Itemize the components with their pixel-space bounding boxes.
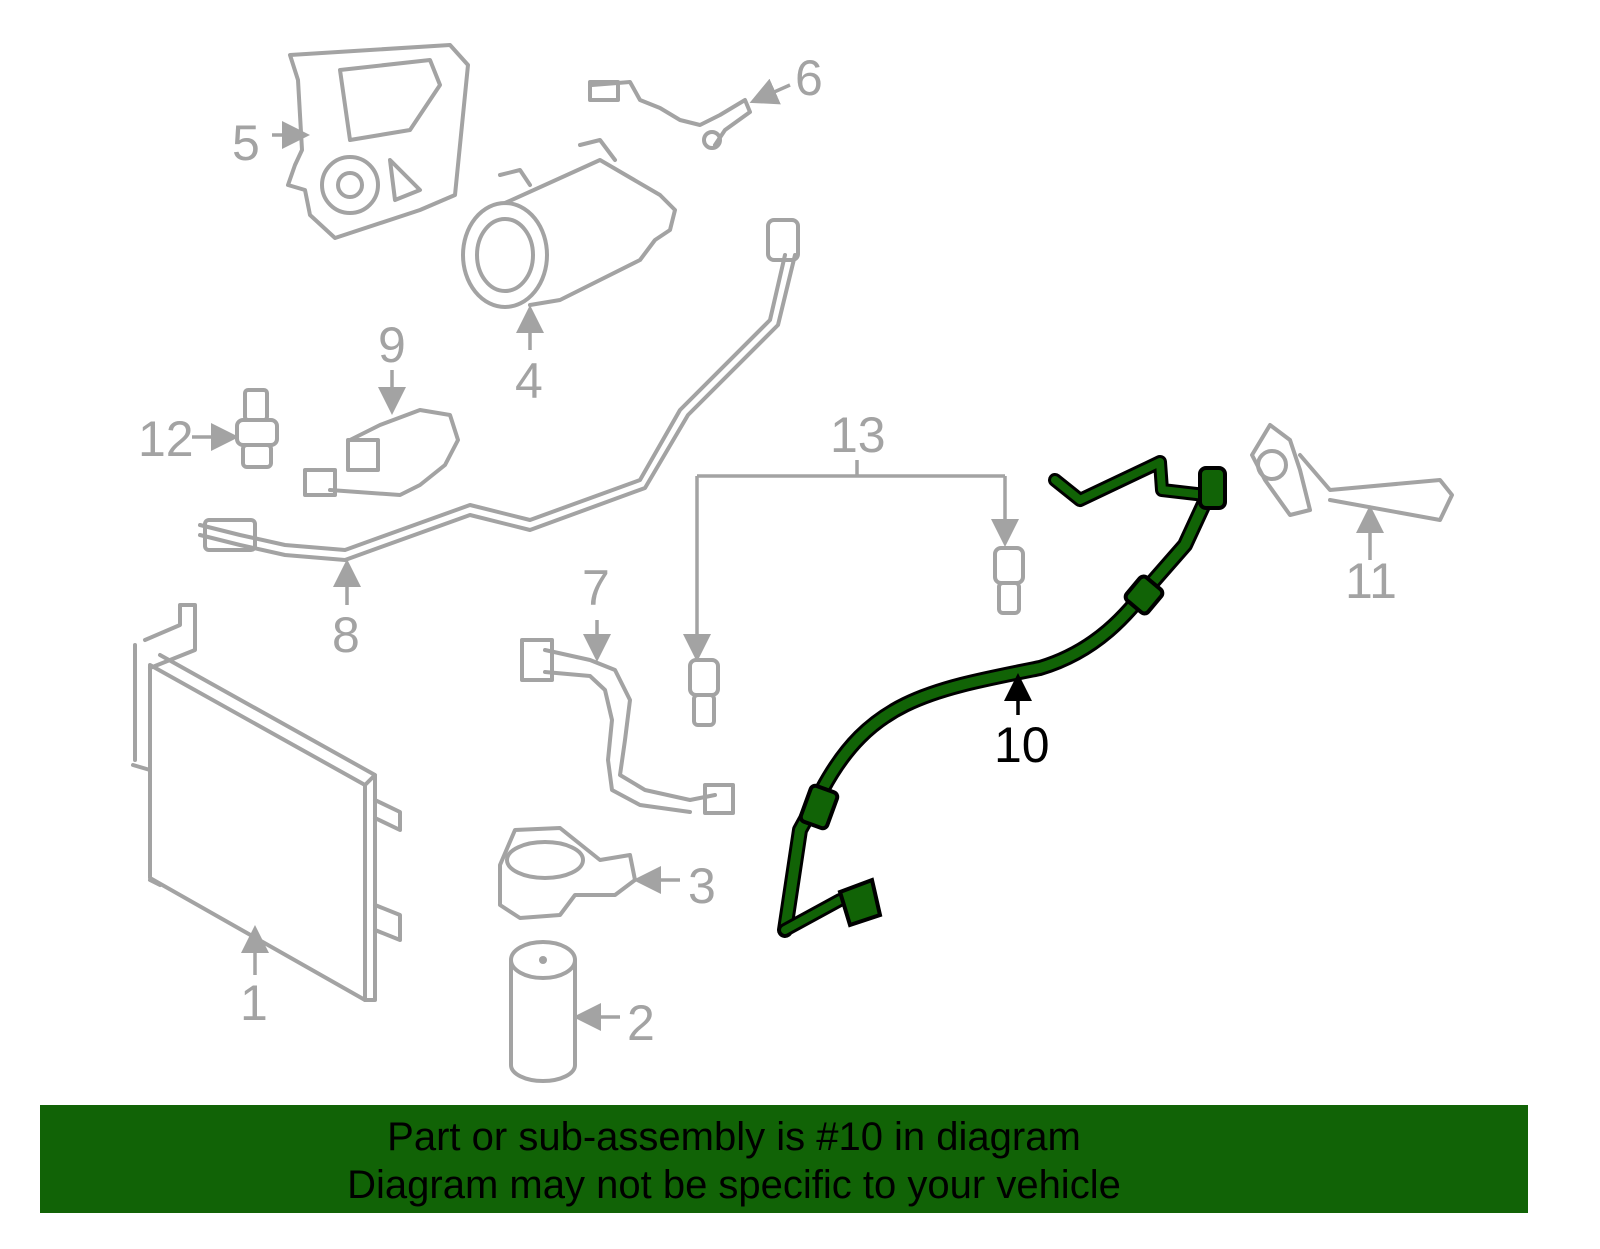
part-2-receiver-drier[interactable] — [509, 940, 577, 1083]
part-4-compressor[interactable] — [461, 138, 677, 309]
label-6[interactable]: 6 — [795, 50, 823, 106]
label-7[interactable]: 7 — [582, 560, 610, 616]
label-2[interactable]: 2 — [627, 995, 655, 1051]
info-banner: Part or sub-assembly is #10 in diagram D… — [40, 1105, 1528, 1213]
part-6-sensor-harness[interactable] — [588, 80, 752, 150]
label-5[interactable]: 5 — [232, 115, 260, 171]
leader-6 — [749, 78, 791, 105]
part-10-discharge-hose[interactable] — [777, 455, 1227, 938]
part-5-bracket[interactable] — [286, 43, 470, 240]
label-10[interactable]: 10 — [994, 717, 1050, 773]
part-3-drier-bracket[interactable] — [498, 826, 637, 920]
part-9-hose[interactable] — [303, 408, 460, 497]
label-4[interactable]: 4 — [515, 353, 543, 409]
label-9[interactable]: 9 — [378, 317, 406, 373]
part-1-condenser[interactable] — [131, 603, 402, 1002]
label-12[interactable]: 12 — [138, 411, 194, 467]
banner-line-1: Part or sub-assembly is #10 in diagram — [387, 1115, 1081, 1159]
label-3[interactable]: 3 — [688, 858, 716, 914]
part-12-pressure-switch[interactable] — [235, 388, 279, 469]
label-1[interactable]: 1 — [240, 975, 268, 1031]
label-11[interactable]: 11 — [1345, 553, 1397, 609]
part-8-refrigerant-line[interactable] — [198, 218, 800, 562]
banner-line-2: Diagram may not be specific to your vehi… — [347, 1163, 1121, 1207]
label-8[interactable]: 8 — [332, 607, 360, 663]
part-7-hose[interactable] — [520, 638, 735, 815]
part-13-valve-cores[interactable] — [683, 460, 1025, 727]
part-11-expansion-valve[interactable] — [1250, 423, 1454, 522]
label-13[interactable]: 13 — [830, 407, 886, 463]
